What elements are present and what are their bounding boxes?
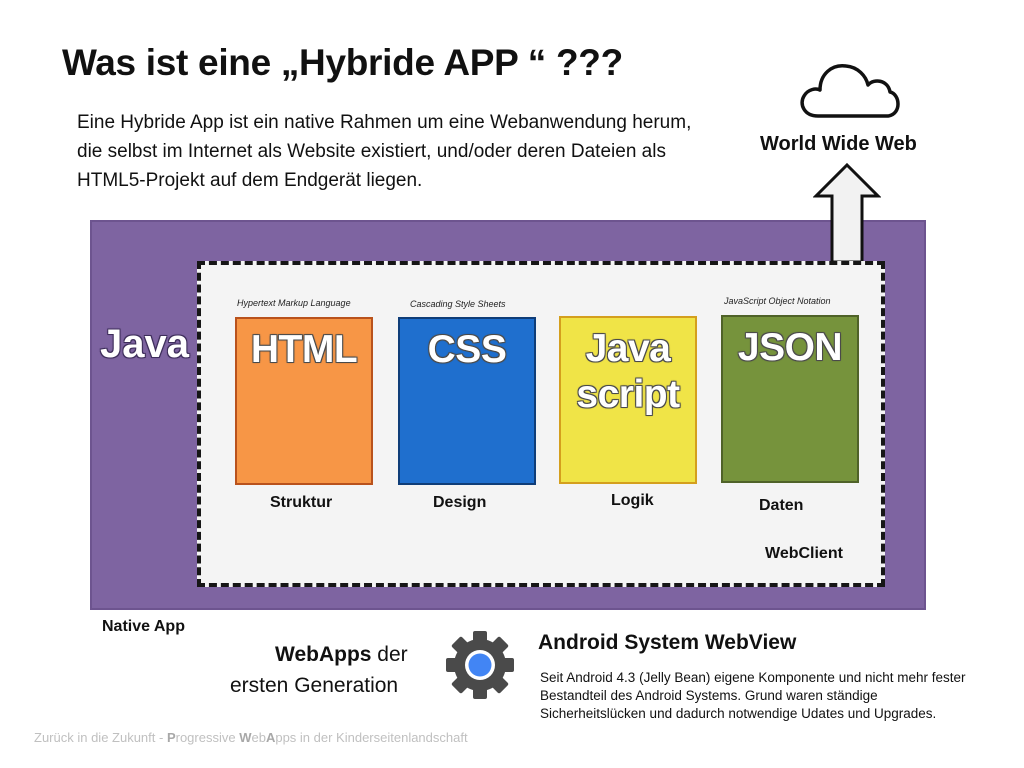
footer-bold: W bbox=[239, 730, 252, 745]
css-block: CSS bbox=[398, 317, 536, 485]
slide-title: Was ist eine „Hybride APP “ ??? bbox=[62, 42, 623, 83]
html-full-name: Hypertext Markup Language bbox=[237, 298, 351, 308]
footer-text: Zurück in die Zukunft - Progressive WebA… bbox=[34, 730, 468, 745]
footer-part: eb bbox=[251, 730, 266, 745]
webapps-rest: der bbox=[371, 643, 408, 666]
native-app-label: Native App bbox=[102, 618, 185, 635]
css-full-name: Cascading Style Sheets bbox=[410, 299, 506, 309]
footer-part: pps in der Kinderseitenlandschaft bbox=[275, 730, 468, 745]
footer-part: rogressive bbox=[175, 730, 240, 745]
json-full-name: JavaScript Object Notation bbox=[724, 296, 831, 306]
intro-text: Eine Hybride App ist ein native Rahmen u… bbox=[77, 112, 692, 191]
footer-bold: P bbox=[166, 730, 176, 745]
android-webview-description: Seit Android 4.3 (Jelly Bean) eigene Kom… bbox=[540, 670, 966, 721]
webclient-label: WebClient bbox=[765, 545, 843, 562]
json-block: JSON bbox=[721, 315, 859, 483]
footer-bold: A bbox=[265, 730, 276, 745]
gear-icon bbox=[444, 629, 516, 701]
html-role-label: Struktur bbox=[270, 494, 333, 511]
javascript-role-label: Logik bbox=[611, 492, 654, 509]
webapps-bold: WebApps bbox=[275, 643, 372, 666]
world-wide-web-label: World Wide Web bbox=[760, 133, 917, 155]
webapps-heading: WebApps der bbox=[275, 643, 408, 667]
java-label: Java bbox=[100, 322, 189, 366]
arrow-up-icon bbox=[812, 162, 882, 264]
android-webview-title: Android System WebView bbox=[538, 631, 797, 654]
webapps-subheading: ersten Generation bbox=[230, 674, 399, 697]
footer-part: Zurück in die Zukunft - bbox=[34, 730, 167, 745]
css-role-label: Design bbox=[433, 494, 487, 511]
javascript-block: Java script bbox=[559, 316, 697, 484]
cloud-icon bbox=[796, 52, 904, 124]
html-block: HTML bbox=[235, 317, 373, 485]
json-role-label: Daten bbox=[759, 497, 804, 514]
